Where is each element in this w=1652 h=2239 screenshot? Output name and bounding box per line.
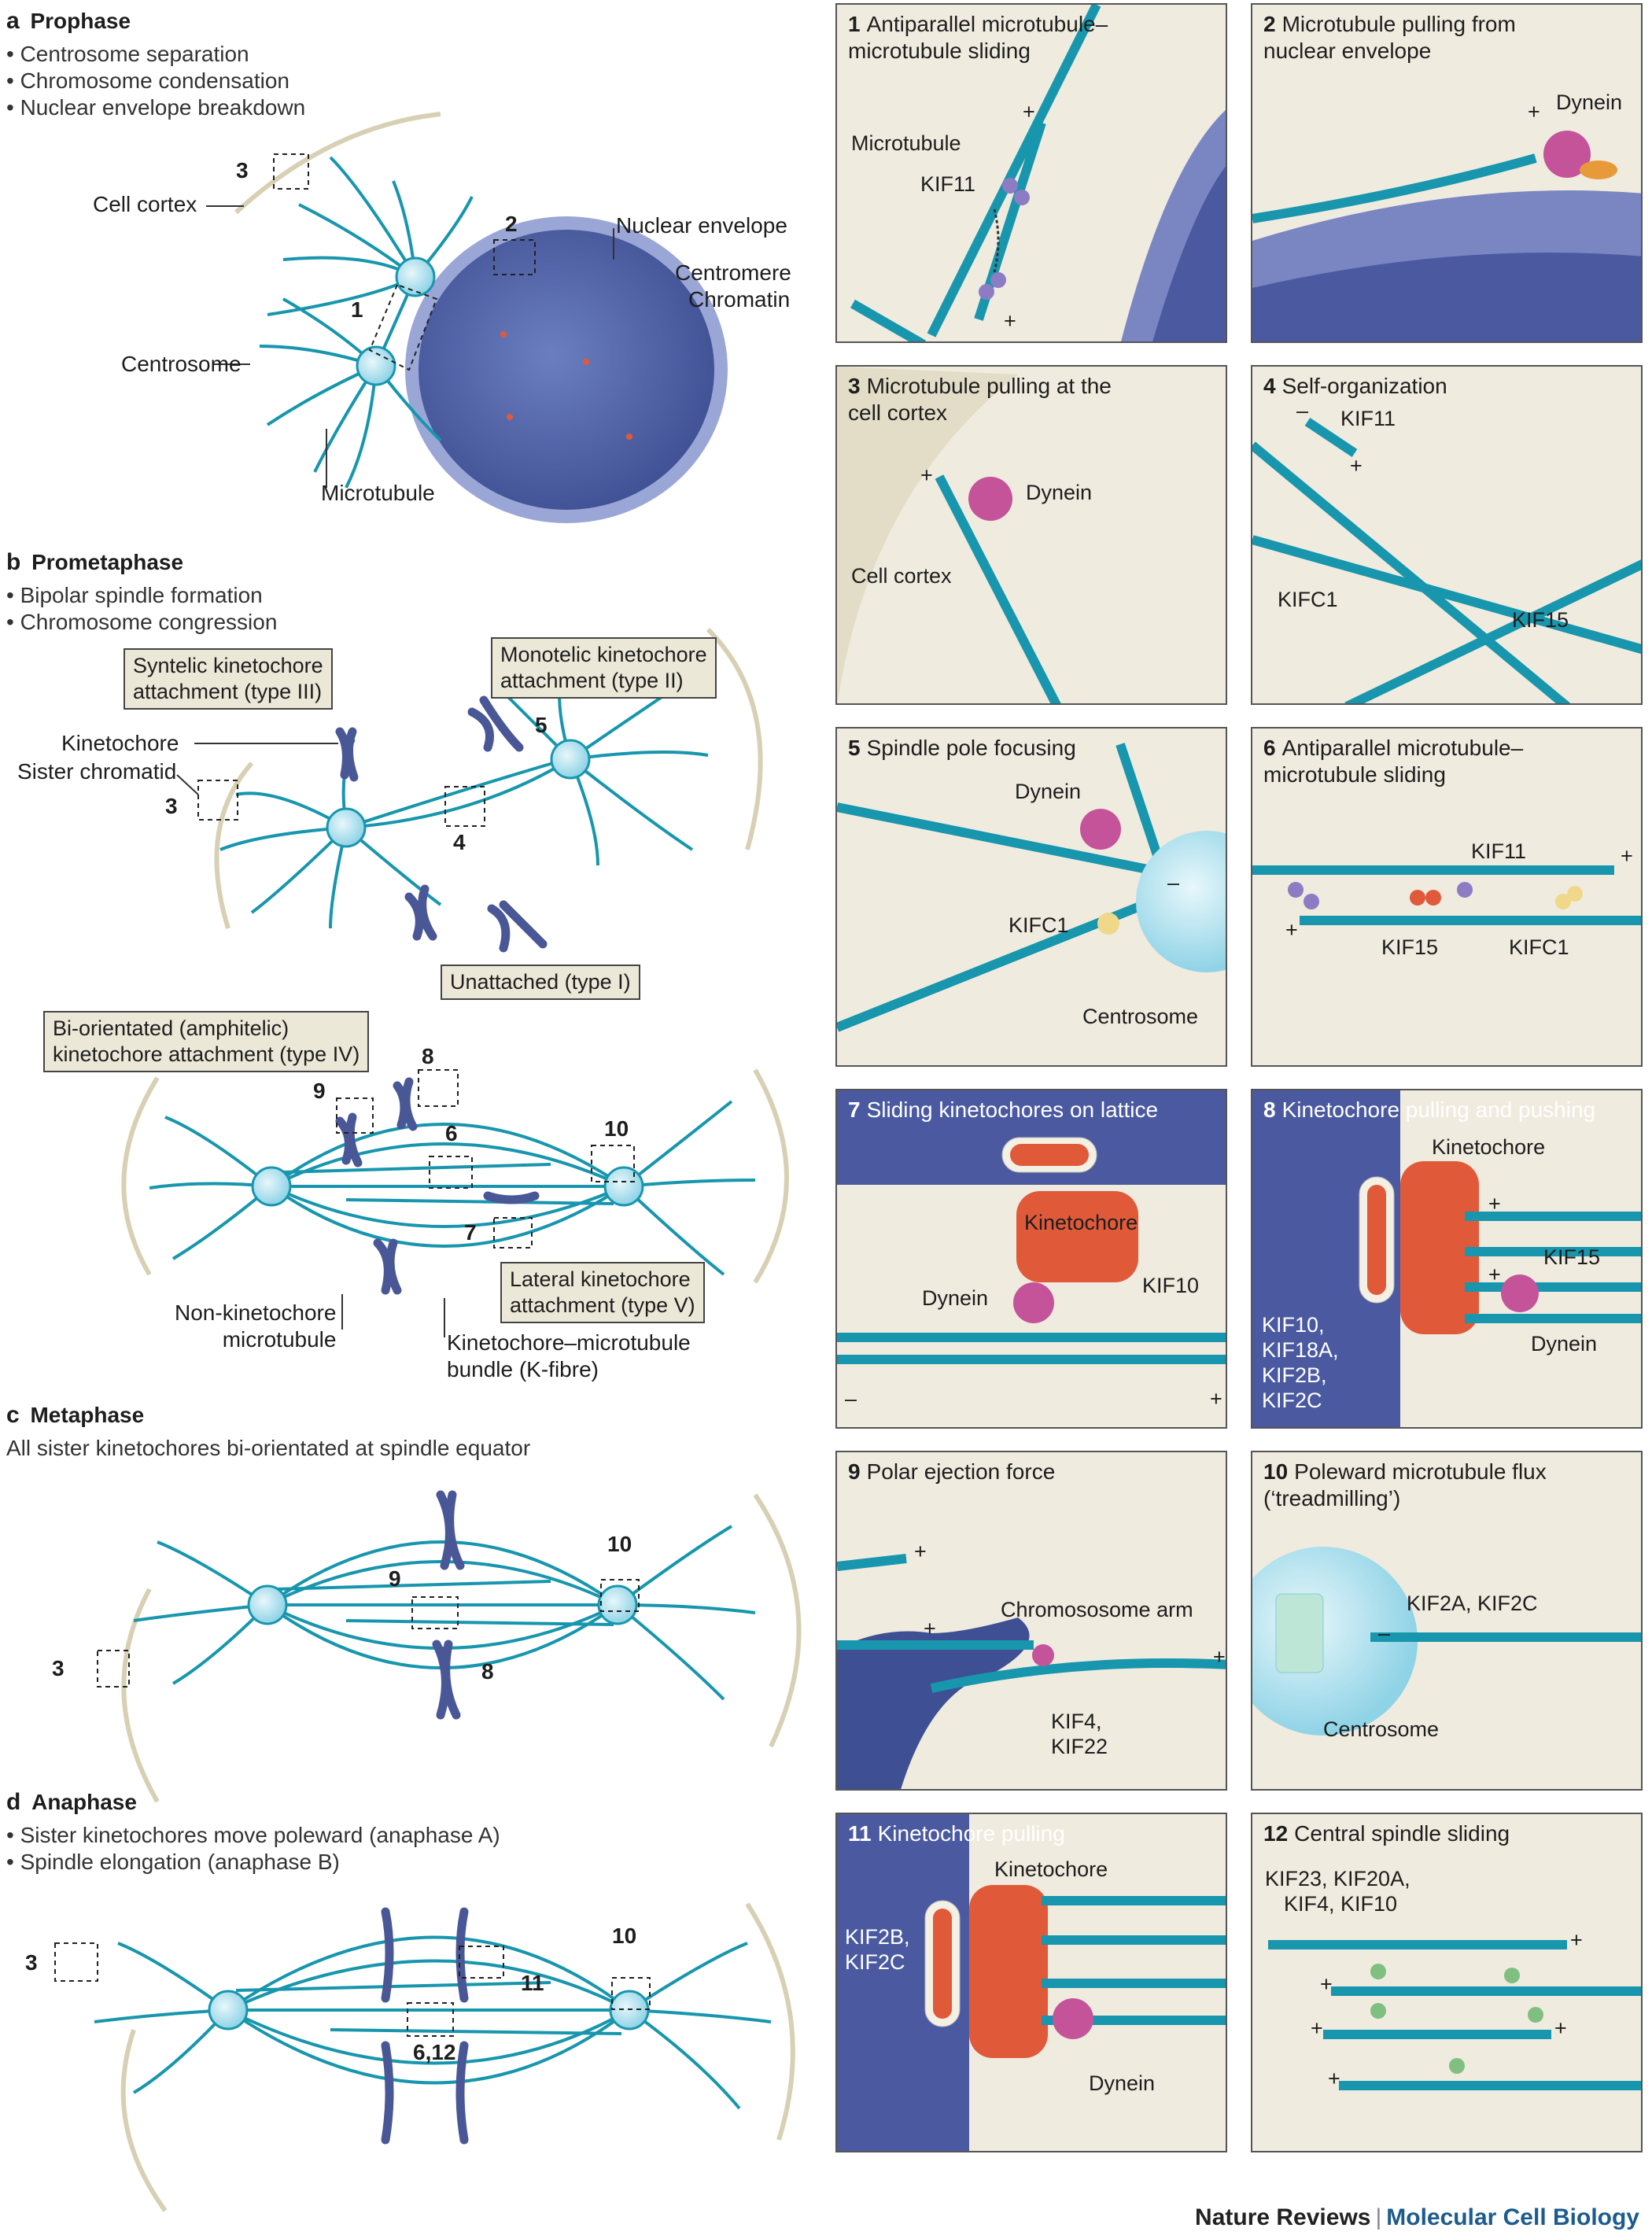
heading-c: c Metaphase: [6, 1402, 145, 1428]
prometaphase-upper-diagram: [197, 627, 763, 953]
chromosomes: [335, 695, 548, 953]
prometaphase-lower-spindle: [121, 1068, 789, 1295]
heading-b: b Prometaphase: [6, 549, 184, 575]
chromatin-dots: [500, 331, 632, 440]
nucleus: [419, 230, 714, 510]
heading-a: a Prophase: [6, 8, 131, 34]
box-3-a: [273, 153, 309, 190]
heading-d: d Anaphase: [6, 1789, 137, 1815]
anaphase-spindle: [54, 1902, 795, 2212]
mitosis-schematic: [54, 112, 802, 2212]
centrosome-lower: [356, 345, 396, 386]
centrosome-upper: [395, 256, 436, 297]
callout-lateral: Lateral kinetochore attachment (type V): [500, 1262, 705, 1323]
label-non-kt-mt: Non-kinetochore microtubule: [175, 1300, 337, 1352]
box-1-a: [368, 283, 438, 371]
cell-cortex-arc: [234, 112, 441, 215]
journal-footer: Nature Reviews|Molecular Cell Biology: [1195, 2204, 1639, 2230]
metaphase-spindle: [97, 1490, 802, 1803]
callout-monotelic: Monotelic kinetochore attachment (type I…: [491, 637, 717, 699]
box-2-a: [493, 239, 536, 275]
callout-syntelic: Syntelic kinetochore attachment (type II…: [124, 648, 333, 710]
callout-unattached: Unattached (type I): [441, 965, 640, 1000]
prophase-diagram: [234, 112, 728, 523]
label-kfibre: Kinetochore–microtubule bundle (K-fibre): [447, 1330, 691, 1381]
callout-biorientated: Bi-orientated (amphitelic) kinetochore a…: [43, 1011, 370, 1072]
